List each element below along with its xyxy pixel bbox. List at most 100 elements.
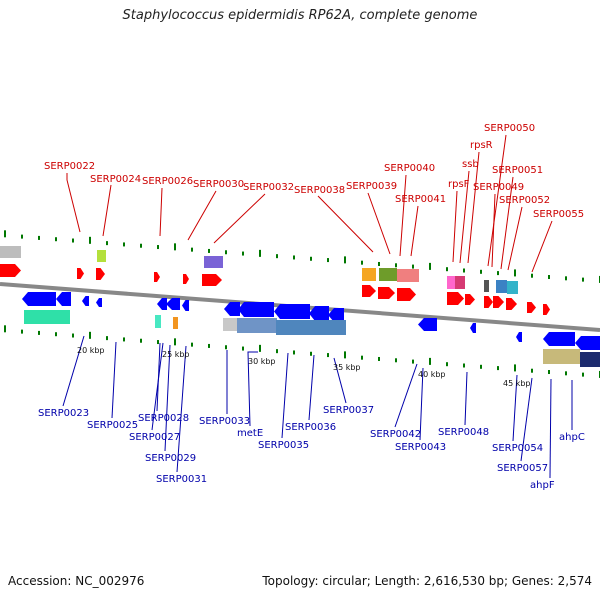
callout-line [452,190,458,263]
tick-mark [208,248,210,253]
callout-line [176,345,187,473]
gene-label-serp0031[interactable]: SERP0031 [156,474,207,485]
callout-line [520,377,533,462]
gene-label-serp0038[interactable]: SERP0038 [294,185,345,196]
gene-label-ahpf[interactable]: ahpF [530,480,555,491]
tick-mark [4,230,6,238]
tick-mark [225,345,227,350]
callout-line [500,176,514,270]
gene-label-serp0042[interactable]: SERP0042 [370,429,421,440]
gene-label-serp0027[interactable]: SERP0027 [129,432,180,443]
tick-mark [140,338,142,343]
forward-gene-arrow [493,296,504,308]
callout-line [507,206,523,271]
tick-mark [123,337,125,342]
tick-mark [344,351,346,359]
tick-mark [395,358,397,363]
forward-gene-arrow [96,268,105,280]
gene-label-serp0025[interactable]: SERP0025 [87,420,138,431]
tick-mark [361,260,363,265]
gene-label-serp0040[interactable]: SERP0040 [384,163,435,174]
gene-label-serp0026[interactable]: SERP0026 [142,176,193,187]
tick-mark [310,256,312,261]
gene-label-serp0036[interactable]: SERP0036 [285,422,336,433]
tick-mark [497,271,499,276]
gene-label-serp0022[interactable]: SERP0022 [44,161,95,172]
tick-mark [429,262,431,270]
forward-gene-arrow [543,304,550,315]
callout-line [151,342,164,431]
tick-mark [208,343,210,348]
reverse-gene-arrow [470,323,476,333]
gene-label-serp0029[interactable]: SERP0029 [145,453,196,464]
gene-label-rpsf[interactable]: rpsF [448,179,470,190]
gene-label-ahpc[interactable]: ahpC [559,432,585,443]
gene-label-mete[interactable]: metE [237,428,263,439]
callout-line [487,134,507,267]
tick-mark [259,249,261,257]
tick-mark [378,261,380,266]
gene-label-serp0050[interactable]: SERP0050 [484,123,535,134]
gene-label-serp0057[interactable]: SERP0057 [497,463,548,474]
callout-lines [62,134,573,479]
tick-mark [463,268,465,273]
gene-label-serp0054[interactable]: SERP0054 [492,443,543,454]
feature-box [97,250,106,262]
reverse-gene-arrow [418,318,437,331]
callout-line [159,187,163,237]
feature-box [24,310,70,324]
gene-label-serp0033[interactable]: SERP0033 [199,416,250,427]
kbp-scale-labels: 20 kbp 25 kbp 30 kbp 35 kbp 40 kbp 45 kb… [77,346,531,388]
callout-line [164,344,171,452]
callout-line [491,193,496,268]
gene-label-rpsr[interactable]: rpsR [470,140,493,151]
gene-label-serp0049[interactable]: SERP0049 [473,182,524,193]
tick-mark [293,255,295,260]
tick-mark [123,242,125,247]
gene-label-serp0035[interactable]: SERP0035 [258,440,309,451]
tick-mark [106,241,108,246]
gene-label-serp0039[interactable]: SERP0039 [346,181,397,192]
gene-label-serp0051[interactable]: SERP0051 [492,165,543,176]
tick-mark [412,264,414,269]
gene-label-serp0028[interactable]: SERP0028 [138,413,189,424]
gene-label-serp0048[interactable]: SERP0048 [438,427,489,438]
tick-mark [242,251,244,256]
forward-gene-arrow [0,264,21,277]
tick-mark [21,234,23,239]
tick-mark [480,269,482,274]
gene-label-serp0055[interactable]: SERP0055 [533,209,584,220]
gene-label-serp0032[interactable]: SERP0032 [243,182,294,193]
callout-line [111,341,117,419]
gene-label-serp0023[interactable]: SERP0023 [38,408,89,419]
gene-label-serp0041[interactable]: SERP0041 [395,194,446,205]
tick-mark [191,247,193,252]
kbp-label: 25 kbp [162,350,190,359]
tick-mark [361,355,363,360]
tick-mark [276,254,278,259]
feature-box [379,268,397,281]
tick-mark [276,349,278,354]
gene-label-serp0052[interactable]: SERP0052 [499,195,550,206]
kbp-label: 40 kbp [418,370,446,379]
tick-mark [55,332,57,337]
tick-mark [582,277,584,282]
forward-gene-arrow [506,298,517,310]
gene-label-serp0030[interactable]: SERP0030 [193,179,244,190]
tick-mark [140,243,142,248]
reverse-gene-arrow [575,336,600,350]
tick-mark [531,273,533,278]
tick-mark [293,350,295,355]
gene-label-serp0037[interactable]: SERP0037 [323,405,374,416]
gene-label-serp0024[interactable]: SERP0024 [90,174,141,185]
forward-gene-arrow [202,274,222,286]
gene-label-serp0043[interactable]: SERP0043 [395,442,446,453]
reverse-gene-arrow [22,292,56,306]
callout-line [213,193,266,244]
tick-mark [531,368,533,373]
callout-line [308,354,315,421]
gene-label-ssb[interactable]: ssb [462,159,479,170]
callout-line [531,220,553,273]
tick-mark [174,243,176,251]
